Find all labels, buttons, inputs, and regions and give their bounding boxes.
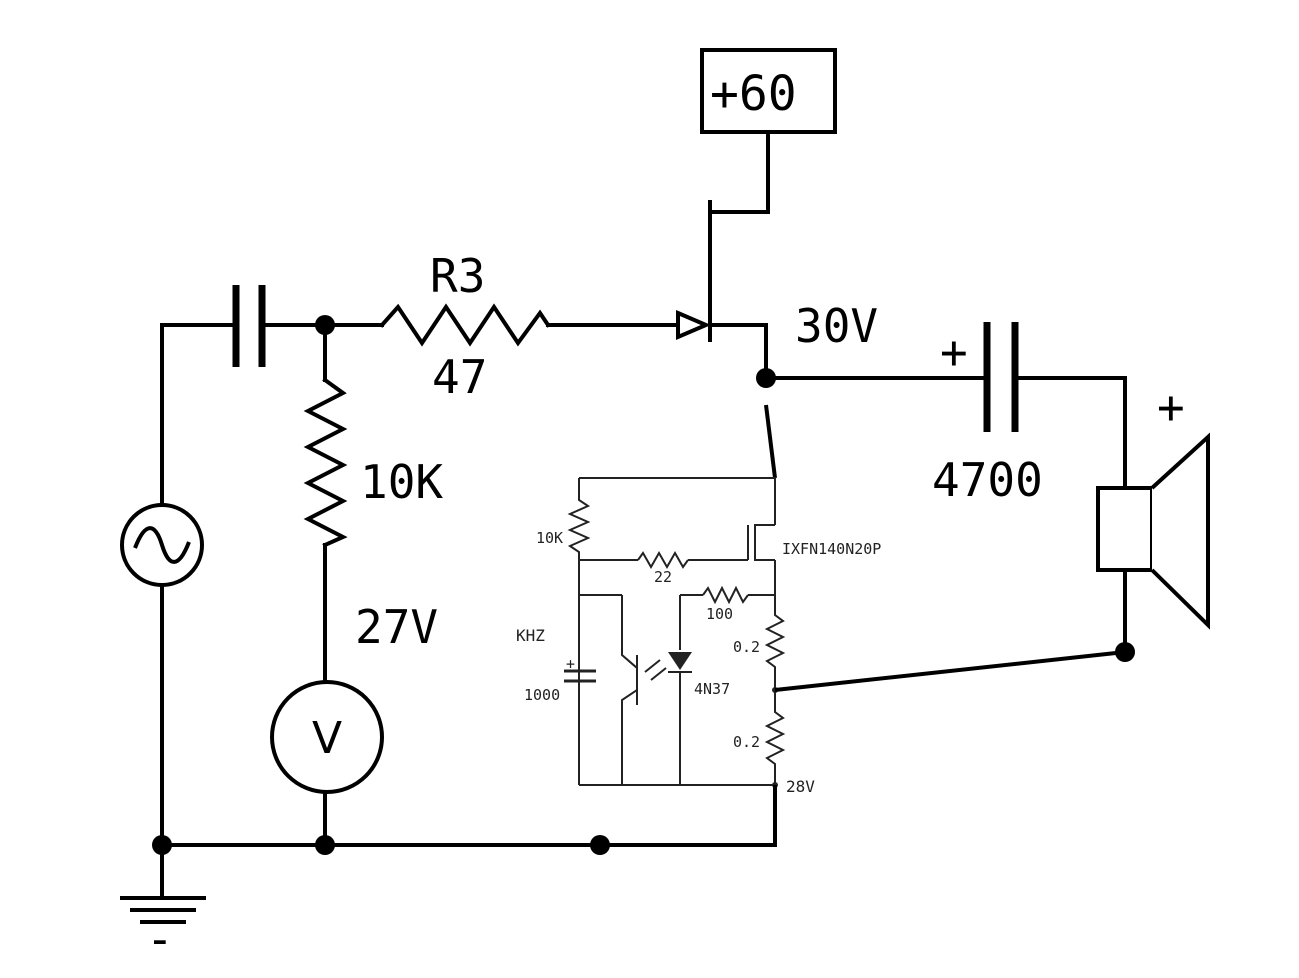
- speaker-polarity: +: [1157, 380, 1185, 434]
- sense-upper-label: 0.2: [733, 638, 760, 656]
- wire-drain-top: [579, 477, 776, 525]
- bias-network: [270, 303, 682, 847]
- bias-value-label: 10K: [360, 455, 443, 509]
- r3-value-label: 47: [432, 350, 487, 404]
- opto-transistor: [621, 595, 638, 785]
- mosfet-channel: [754, 524, 775, 561]
- gate-resistor-label: 10K: [536, 529, 563, 547]
- sine-icon: [133, 526, 191, 564]
- sense-node-voltage: 28V: [786, 777, 815, 796]
- ground-icon: [120, 896, 206, 924]
- mosfet-part-label: IXFN140N20P: [782, 540, 881, 558]
- gate-resistor-10k: [567, 478, 591, 560]
- input-stage: [120, 285, 335, 847]
- node-ground-meter: [315, 835, 335, 855]
- feedback-resistor-label: 100: [706, 605, 733, 623]
- sense-resistor-upper: [764, 595, 786, 690]
- opto-light-arrows: [644, 659, 667, 681]
- timing-cap-label: 1000: [524, 686, 560, 704]
- output-cap-value-label: 4700: [932, 453, 1043, 507]
- series-gate-resistor-label: 22: [654, 568, 672, 586]
- timing-cap-polarity: +: [566, 655, 575, 673]
- r3-name-label: R3: [430, 249, 485, 303]
- sense-lower-label: 0.2: [733, 733, 760, 751]
- led-icon: [668, 652, 692, 670]
- fragment-label: KHZ: [516, 626, 545, 645]
- bias-resistor: [303, 377, 348, 548]
- node-ground-mid: [590, 835, 610, 855]
- wire-sense-to-speaker: [774, 650, 1126, 692]
- meter-symbol: V: [312, 713, 342, 764]
- optocoupler-label: 4N37: [694, 680, 730, 698]
- supply-label: +60: [710, 66, 797, 122]
- emitter-voltage-label: 30V: [795, 299, 878, 353]
- feedback-resistor-100: [702, 585, 749, 605]
- ground-rail: [120, 835, 777, 924]
- wire-output-to-drain: [764, 404, 777, 479]
- ac-source: [120, 503, 204, 587]
- supply-box: [700, 48, 837, 134]
- output-transistor: [676, 48, 837, 388]
- wire-cap-to-speaker: [1017, 376, 1127, 490]
- ground-minus: -: [146, 912, 174, 966]
- wire-emitter-out: [708, 323, 768, 380]
- current-limiter: [564, 404, 1126, 845]
- wire-collector: [708, 133, 770, 214]
- speaker: [1096, 432, 1210, 630]
- emitter-arrow: [676, 309, 712, 341]
- sense-resistor-lower: [764, 690, 786, 785]
- r3-resistor: [379, 303, 551, 347]
- meter-reading-label: 27V: [355, 600, 438, 654]
- series-gate-resistor-22: [637, 550, 689, 570]
- output-cap-polarity: +: [940, 325, 968, 379]
